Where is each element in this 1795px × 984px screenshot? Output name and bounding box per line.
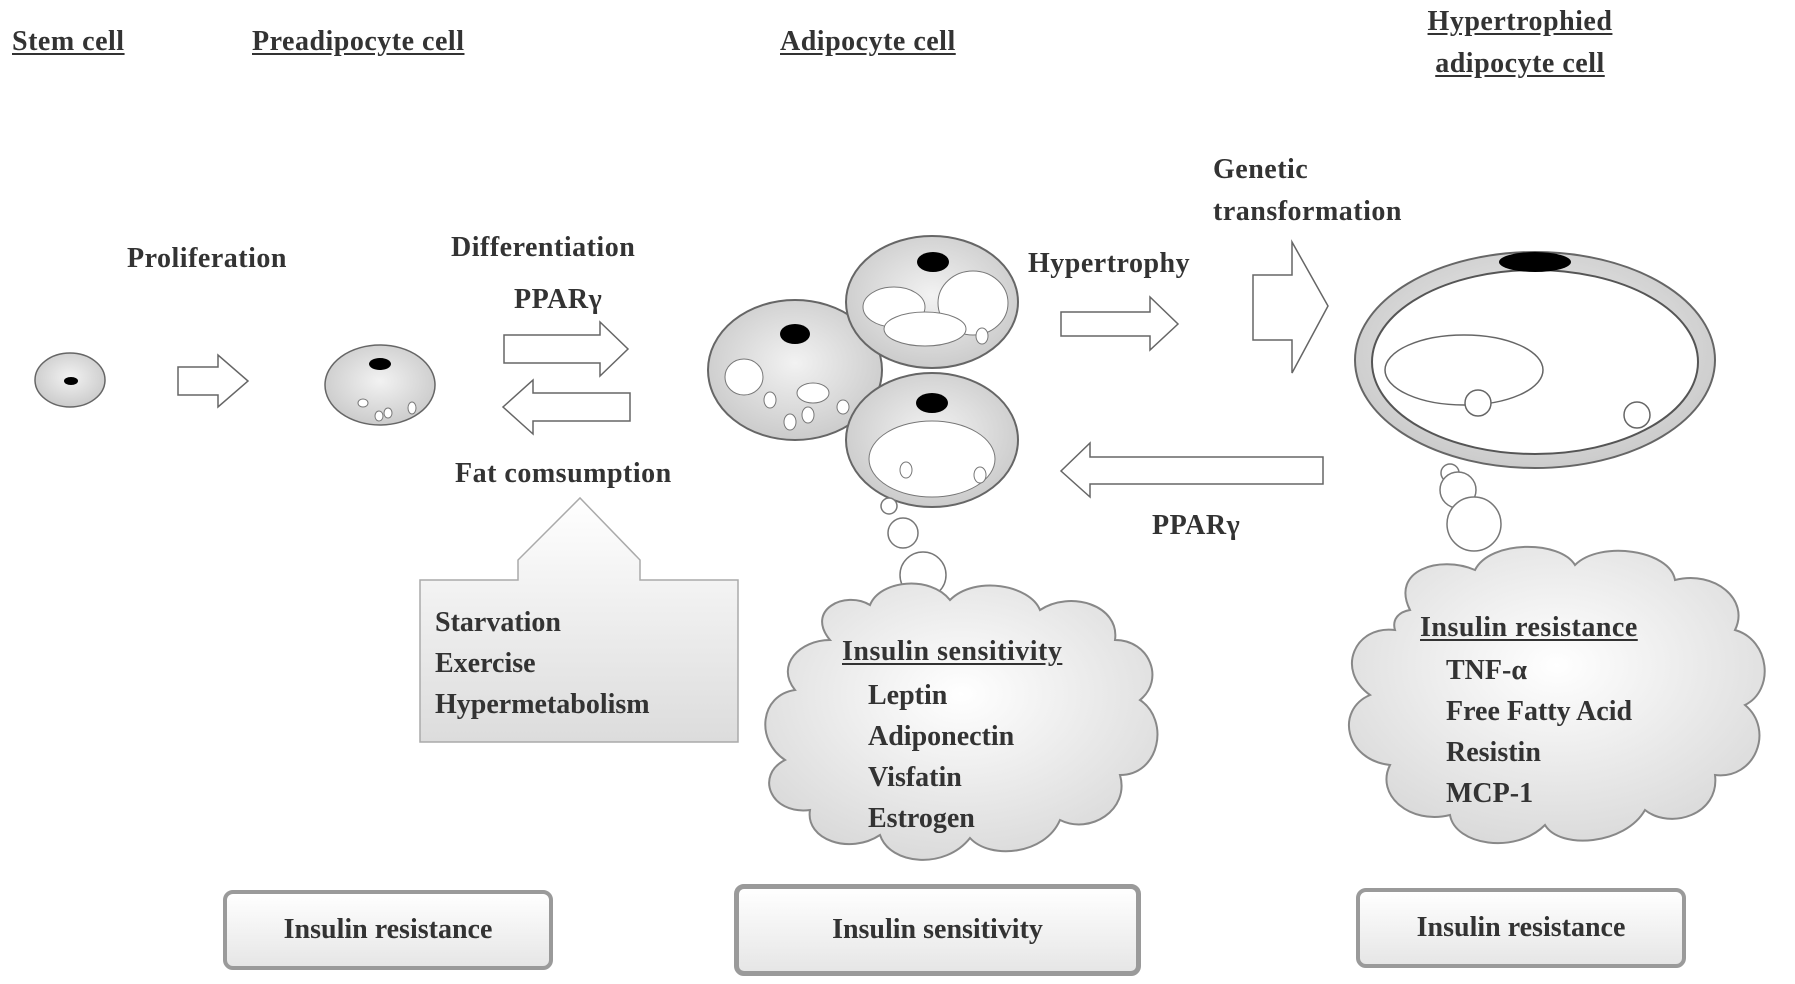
sensitivity-cloud-title: Insulin sensitivity <box>842 636 1063 667</box>
header-preadipocyte-cell: Preadipocyte cell <box>252 26 465 57</box>
ppar-gamma-upper-label: PPARγ <box>514 284 603 315</box>
hypertrophy-arrow <box>1060 295 1180 352</box>
proliferation-arrow <box>177 353 250 409</box>
header-adipocyte-cell: Adipocyte cell <box>780 26 956 57</box>
catabolic-item: Starvation <box>435 607 561 638</box>
catabolic-item: Exercise <box>435 648 536 679</box>
bottom-box-insulin-resistance-right: Insulin resistance <box>1356 888 1686 968</box>
catabolic-item: Hypermetabolism <box>435 689 650 720</box>
resistance-factors-list: TNF-α Free Fatty Acid Resistin MCP-1 <box>1446 650 1632 814</box>
adipocyte-cell-top <box>845 235 1019 369</box>
header-hypertrophied-line2: adipocyte cell <box>1435 48 1605 79</box>
genetic-label-line1: Genetic <box>1213 154 1309 185</box>
sensitivity-factor: Leptin <box>868 680 948 711</box>
proliferation-label: Proliferation <box>127 243 287 274</box>
differentiation-arrow <box>503 320 630 378</box>
preadipocyte-cell <box>324 344 436 426</box>
ppar-return-arrow <box>1059 441 1324 499</box>
fat-consumption-label: Fat comsumption <box>455 458 672 489</box>
sensitivity-factor: Adiponectin <box>868 721 1015 752</box>
fat-consumption-arrow <box>501 378 631 436</box>
catabolic-stimulus-arrow <box>419 496 739 743</box>
header-stem-cell: Stem cell <box>12 26 125 57</box>
hypertrophied-adipocyte-cell <box>1354 251 1716 469</box>
genetic-label-line2: transformation <box>1213 196 1402 227</box>
resistance-factor: MCP-1 <box>1446 778 1534 809</box>
ppar-gamma-lower-label: PPARγ <box>1152 510 1241 541</box>
hypertrophy-label: Hypertrophy <box>1028 248 1191 279</box>
insulin-resistance-cloud <box>1347 545 1766 845</box>
sensitivity-factors-list: Leptin Adiponectin Visfatin Estrogen <box>868 675 1014 839</box>
bottom-box-insulin-resistance-left: Insulin resistance <box>223 890 553 970</box>
adipocyte-cell-bottom <box>845 372 1019 508</box>
sensitivity-factor: Estrogen <box>868 803 975 834</box>
catabolic-stimuli-list: Starvation Exercise Hypermetabolism <box>435 602 650 725</box>
genetic-transformation-arrow <box>1252 239 1329 374</box>
resistance-factor: Free Fatty Acid <box>1446 696 1633 727</box>
differentiation-label: Differentiation <box>451 232 636 263</box>
thought-bubbles-hypertrophied <box>1439 463 1502 552</box>
header-hypertrophied-line1: Hypertrophied <box>1427 6 1613 37</box>
resistance-factor: TNF-α <box>1446 655 1527 686</box>
stem-cell <box>34 352 106 408</box>
sensitivity-factor: Visfatin <box>868 762 962 793</box>
bottom-box-insulin-sensitivity: Insulin sensitivity <box>734 884 1141 976</box>
insulin-sensitivity-cloud <box>764 582 1159 861</box>
resistance-factor: Resistin <box>1446 737 1541 768</box>
adipocyte-cell-left <box>707 299 883 441</box>
resistance-cloud-title: Insulin resistance <box>1420 612 1638 643</box>
